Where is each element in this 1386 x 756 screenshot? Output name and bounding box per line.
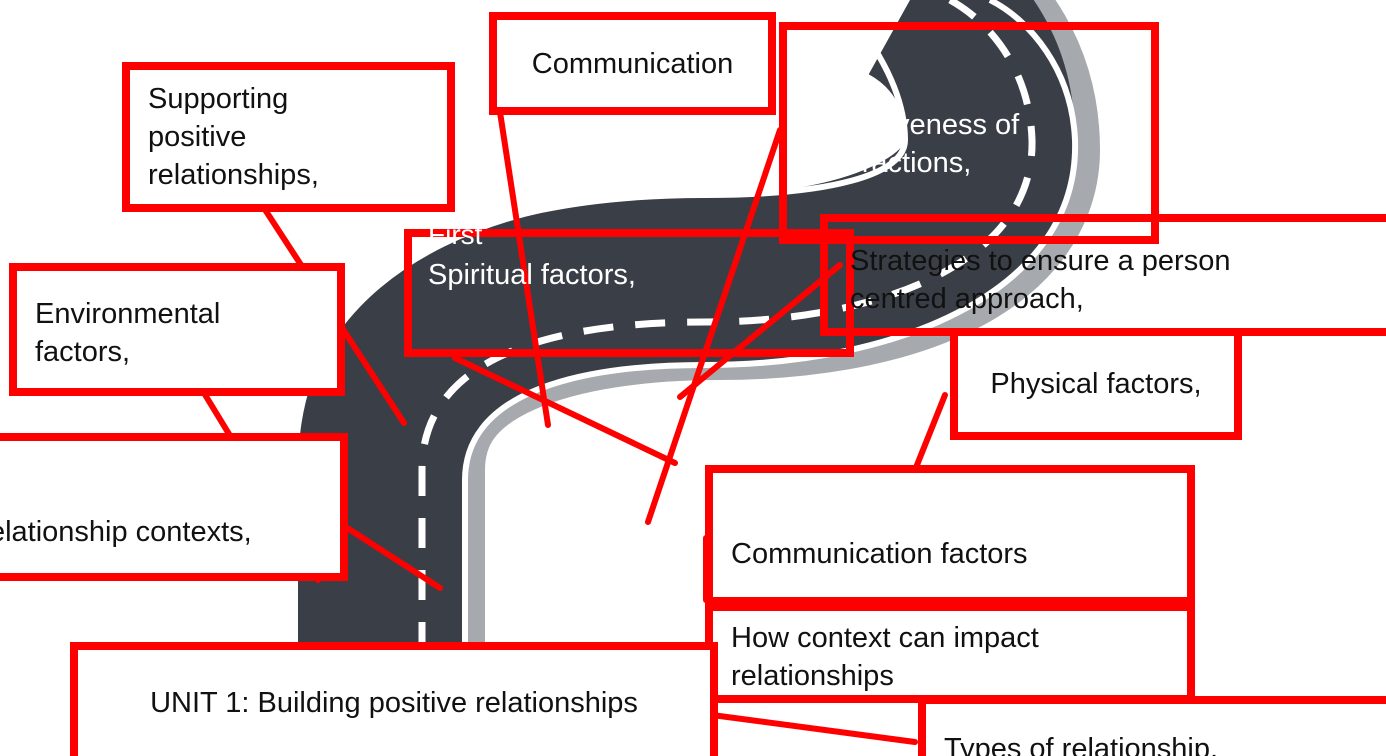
connector-effectiveness (645, 127, 783, 525)
label-communication: Communication (489, 12, 776, 115)
label-effectiveness-of-interactions: Effectiveness of interactions, (779, 22, 1159, 244)
label-physical-factors: Physical factors, (950, 328, 1242, 440)
label-spiritual-factors: First Spiritual factors, (404, 219, 854, 357)
connector-unit (709, 712, 918, 745)
label-communication-factors: Communication factors (705, 465, 1195, 605)
connector-spiritual (452, 355, 678, 466)
label-strategies-person-centred: Strategies to ensure a person centred ap… (820, 214, 1386, 336)
connector-communication (489, 57, 551, 428)
connector-strategies (677, 262, 843, 400)
road-edge-left (292, 0, 909, 756)
label-how-context-impacts-relationships: How context can impact relationships (705, 603, 1195, 703)
connector-physical (912, 392, 948, 473)
label-unit-1-building-positive-relationships: UNIT 1: Building positive relationships (70, 642, 718, 756)
label-supporting-positive-relationships: Supporting positive relationships, (122, 62, 455, 212)
road-center-line (418, 0, 1036, 756)
label-environmental-factors: Environmental factors, (9, 263, 345, 396)
connector-relationship-contexts (332, 517, 443, 591)
label-types-of-relationship: Types of relationship, (918, 696, 1386, 756)
label-relationship-contexts: Relationship contexts, (0, 433, 348, 581)
